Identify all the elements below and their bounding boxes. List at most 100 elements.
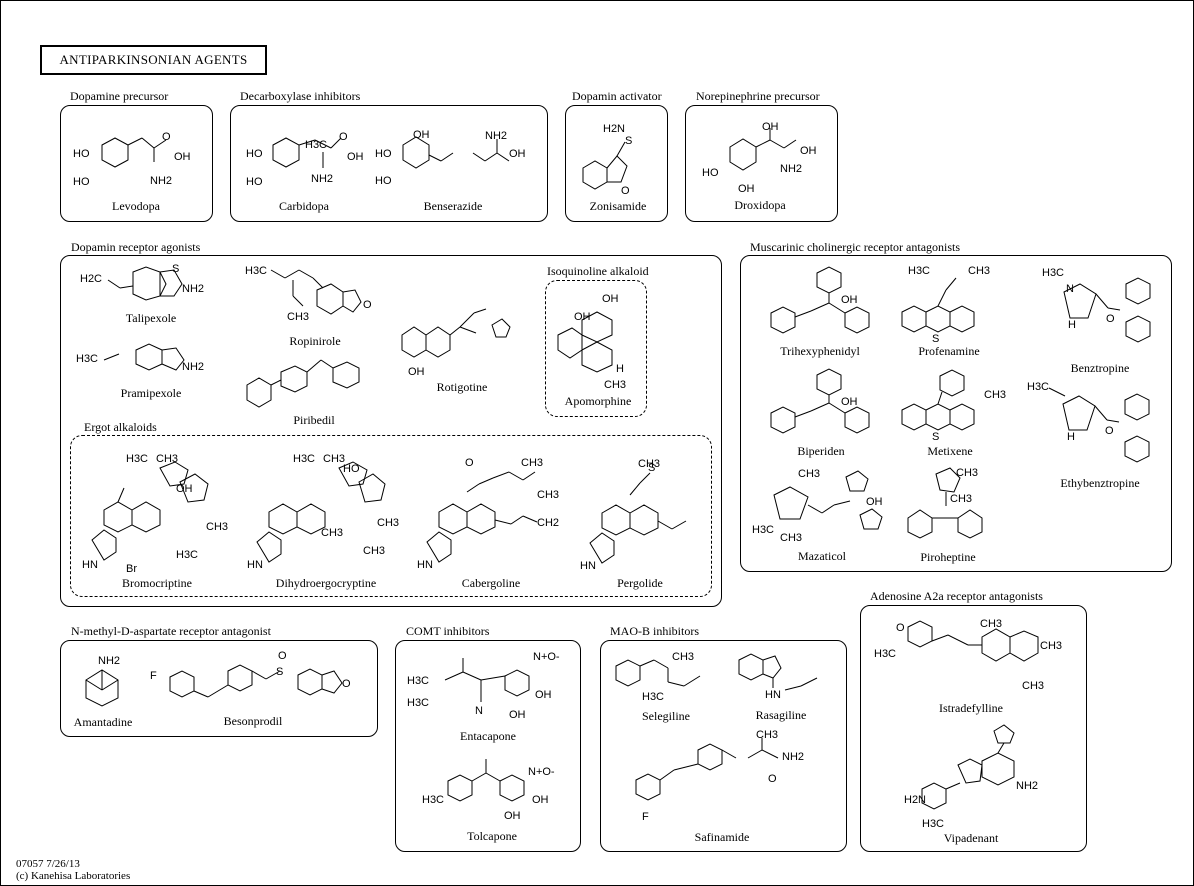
drug-label-rasagiline: Rasagiline: [755, 708, 807, 722]
svg-text:CH3: CH3: [363, 545, 385, 557]
svg-text:N: N: [1066, 283, 1074, 295]
svg-text:CH3: CH3: [1040, 640, 1062, 652]
svg-text:OH: OH: [174, 151, 191, 163]
drug-label-droxidopa: Droxidopa: [734, 198, 786, 212]
svg-text:H3C: H3C: [126, 453, 148, 465]
svg-text:NH2: NH2: [485, 130, 507, 142]
svg-text:O: O: [162, 131, 171, 143]
svg-text:S: S: [276, 666, 283, 678]
header-isoquinoline-alkaloid: Isoquinoline alkaloid: [547, 264, 649, 278]
svg-text:CH3: CH3: [377, 517, 399, 529]
drug-label-selegiline: Selegiline: [642, 709, 690, 723]
svg-text:CH3: CH3: [950, 493, 972, 505]
svg-text:HO: HO: [375, 175, 392, 187]
drug-label-besonprodil: Besonprodil: [223, 714, 283, 728]
svg-text:O: O: [1105, 425, 1114, 437]
svg-text:CH3: CH3: [780, 532, 802, 544]
svg-text:H3C: H3C: [176, 549, 198, 561]
svg-text:HN: HN: [82, 559, 98, 571]
svg-text:Br: Br: [126, 563, 137, 575]
svg-text:OH: OH: [509, 709, 526, 721]
svg-text:OH: OH: [504, 810, 521, 822]
svg-text:S: S: [932, 431, 939, 443]
svg-text:O: O: [278, 650, 287, 662]
svg-text:OH: OH: [762, 121, 779, 133]
group-box-maob-inhibitors: [600, 640, 847, 852]
svg-text:H3C: H3C: [407, 675, 429, 687]
drug-label-talipexole: Talipexole: [125, 311, 177, 325]
subgroup-box-isoquinoline: [545, 280, 647, 417]
svg-text:NH2: NH2: [98, 655, 120, 667]
drug-label-istradefylline: Istradefylline: [939, 701, 1003, 715]
svg-text:N+O-: N+O-: [533, 651, 560, 663]
svg-text:H2C: H2C: [80, 273, 102, 285]
page-title: ANTIPARKINSONIAN AGENTS: [40, 45, 267, 75]
svg-text:HO: HO: [343, 463, 360, 475]
svg-text:CH3: CH3: [956, 467, 978, 479]
drug-label-bromocriptine: Bromocriptine: [122, 576, 192, 590]
svg-text:OH: OH: [841, 294, 858, 306]
svg-text:OH: OH: [738, 183, 755, 195]
svg-text:CH3: CH3: [638, 458, 660, 470]
svg-text:O: O: [363, 299, 372, 311]
svg-text:N+O-: N+O-: [528, 766, 555, 778]
svg-text:H3C: H3C: [293, 453, 315, 465]
svg-text:O: O: [1106, 313, 1115, 325]
svg-text:H3C: H3C: [422, 794, 444, 806]
header-dopamin-activator: Dopamin activator: [572, 89, 662, 103]
svg-text:OH: OH: [408, 366, 425, 378]
svg-text:OH: OH: [866, 496, 883, 508]
header-norepinephrine-precursor: Norepinephrine precursor: [696, 89, 820, 103]
structure-rotigotine: OH: [401, 308, 511, 378]
svg-text:CH3: CH3: [156, 453, 178, 465]
svg-text:NH2: NH2: [182, 283, 204, 295]
svg-text:O: O: [465, 457, 474, 469]
drug-label-tolcapone: Tolcapone: [467, 829, 517, 843]
svg-text:OH: OH: [574, 311, 591, 323]
drug-label-piroheptine: Piroheptine: [920, 550, 976, 564]
svg-text:CH3: CH3: [537, 489, 559, 501]
drug-label-mazaticol: Mazaticol: [798, 549, 846, 563]
drug-label-levodopa: Levodopa: [112, 199, 160, 213]
drug-label-carbidopa: Carbidopa: [279, 199, 329, 213]
drug-label-safinamide: Safinamide: [694, 830, 750, 844]
drug-label-trihexyphenidyl: Trihexyphenidyl: [780, 344, 860, 358]
svg-text:O: O: [621, 185, 630, 197]
svg-text:H3C: H3C: [1042, 267, 1064, 279]
svg-text:OH: OH: [176, 483, 193, 495]
structure-amantadine: NH2: [85, 655, 120, 707]
svg-text:O: O: [768, 773, 777, 785]
svg-text:O: O: [896, 622, 905, 634]
svg-text:CH3: CH3: [323, 453, 345, 465]
structure-besonprodil: FO SO: [150, 650, 351, 698]
svg-text:H3C: H3C: [1027, 381, 1049, 393]
drug-label-profenamine: Profenamine: [918, 344, 980, 358]
svg-text:NH2: NH2: [150, 175, 172, 187]
svg-text:H3C: H3C: [305, 139, 327, 151]
group-box-dopamine-precursor: [60, 105, 213, 222]
drug-label-metixene: Metixene: [927, 444, 973, 458]
drug-label-rotigotine: Rotigotine: [436, 380, 488, 394]
svg-text:NH2: NH2: [311, 173, 333, 185]
svg-text:H3C: H3C: [908, 265, 930, 277]
svg-text:OH: OH: [347, 151, 364, 163]
svg-text:H3C: H3C: [642, 691, 664, 703]
header-dopamine-precursor: Dopamine precursor: [70, 89, 169, 103]
drug-label-ethybenztropine: Ethybenztropine: [1060, 476, 1140, 490]
structure-pergolide: HNS CH3: [580, 458, 687, 572]
drug-label-ropinirole: Ropinirole: [289, 334, 341, 348]
group-box-adenosine-antagonists: [860, 605, 1087, 852]
svg-text:H3C: H3C: [245, 265, 267, 277]
header-maob-inhibitors: MAO-B inhibitors: [610, 624, 700, 638]
structure-biperiden: OH: [770, 368, 870, 434]
drug-label-entacapone: Entacapone: [460, 729, 516, 743]
subgroup-box-ergot: [70, 435, 712, 597]
drug-label-amantadine: Amantadine: [73, 715, 133, 729]
